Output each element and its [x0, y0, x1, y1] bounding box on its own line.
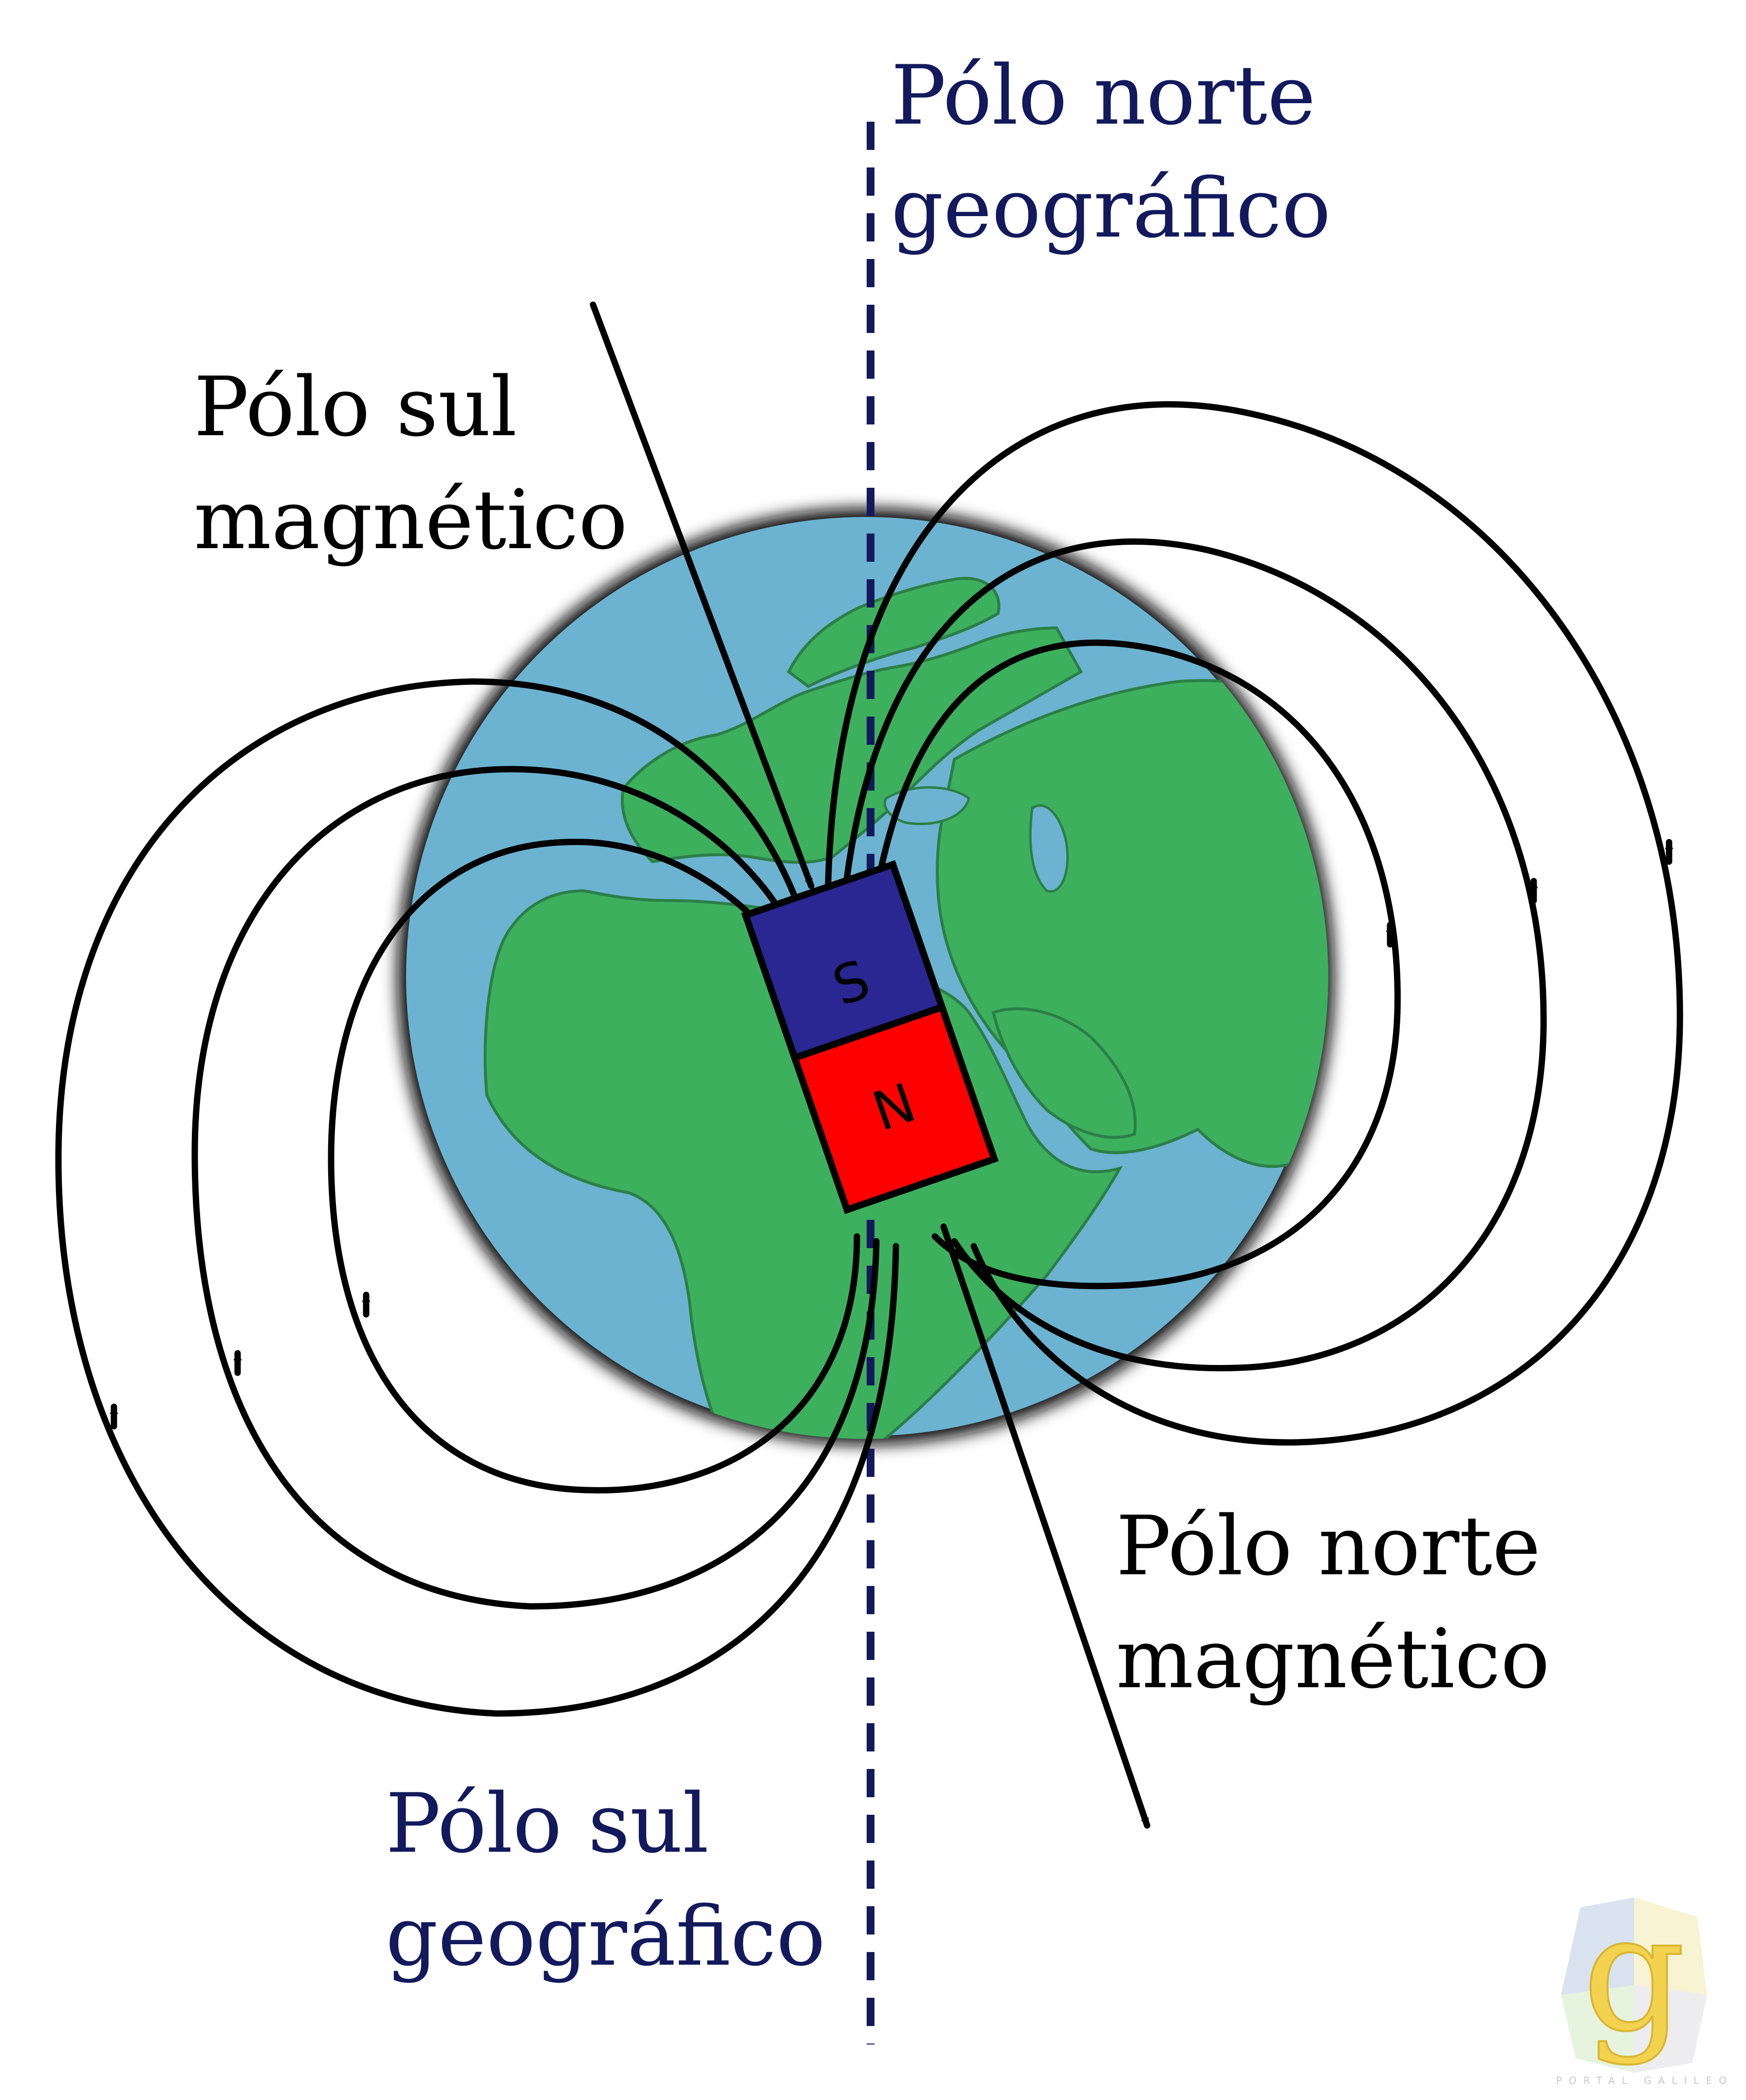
portal-galileo-text: PORTAL GALILEO	[1556, 2075, 1733, 2086]
geographic-north-label-line-2: geográfico	[891, 161, 1331, 256]
field-line-left-inner	[328, 839, 860, 1493]
arabian-peninsula	[991, 1007, 1137, 1139]
caspian-sea	[1029, 804, 1069, 893]
geographic-south-label-line-1: Pólo sul	[386, 1776, 709, 1871]
portal-galileo-logo: g	[1561, 1897, 1707, 2073]
magnetic-south-pole-label: Pólo sul magnético	[194, 350, 628, 576]
logo-hexagon-gray	[1634, 1985, 1707, 2073]
black-sea	[883, 786, 970, 826]
bar-magnet: S N	[741, 860, 999, 1215]
field-line-right-outer	[823, 401, 1683, 1446]
geographic-north-pole-label: Pólo norte geográfico	[891, 39, 1331, 265]
earth-globe	[397, 508, 1334, 1445]
logo-hexagon-green	[1561, 1985, 1634, 2073]
magnetic-north-label-line-1: Pólo norte	[1116, 1498, 1541, 1594]
geographic-north-label-line-1: Pólo norte	[891, 48, 1316, 143]
logo-hexagon-blue	[1561, 1897, 1634, 1995]
geographic-south-label-line-2: geográfico	[386, 1889, 826, 1984]
logo-hexagon-yellow	[1634, 1897, 1707, 1995]
pole-pointer-arrows	[590, 301, 1151, 1829]
magnet-north-pole	[790, 1003, 999, 1215]
magnetic-south-label-line-2: magnético	[194, 472, 628, 568]
magnetic-south-pointer-arrow	[590, 301, 815, 889]
field-line-right-inner	[868, 639, 1401, 1289]
magnetic-north-pointer-arrow	[940, 1223, 1151, 1829]
magnetic-north-pole-label: Pólo norte magnético	[1116, 1490, 1550, 1715]
field-line-right-middle	[838, 538, 1547, 1372]
magnetic-south-label-line-1: Pólo sul	[194, 359, 517, 455]
geographic-south-pole-label: Pólo sul geográfico	[386, 1767, 825, 1993]
field-lines	[55, 401, 1683, 1717]
continents	[483, 577, 1328, 1439]
field-line-left-middle	[191, 766, 880, 1610]
logo-g-letter: g	[1582, 1897, 1685, 2067]
magnetic-north-label-line-2: magnético	[1116, 1611, 1550, 1707]
field-line-left-outer	[55, 678, 899, 1717]
madagascar-island	[1049, 1390, 1132, 1439]
